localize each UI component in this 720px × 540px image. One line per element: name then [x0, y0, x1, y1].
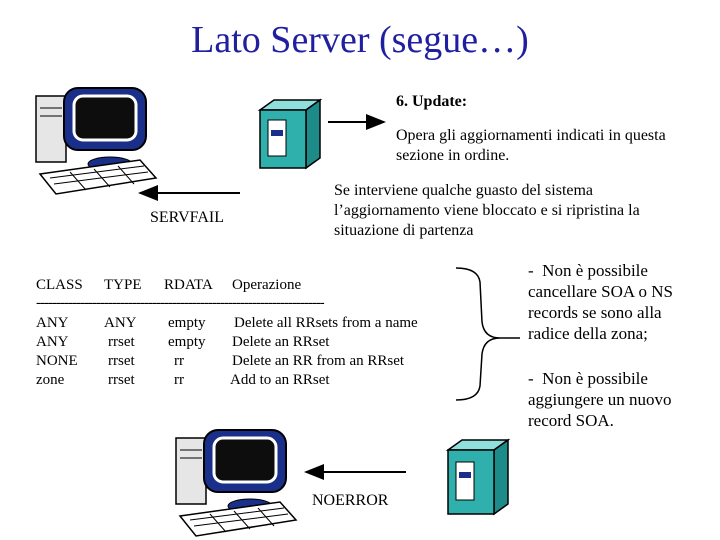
- failure-note-line: situazione di partenza: [334, 222, 474, 239]
- note-line: - Non è possibile: [528, 368, 708, 389]
- table-cell: rr: [174, 353, 184, 369]
- note-line: - Non è possibile: [528, 260, 708, 281]
- note-line: aggiungere un nuovo: [528, 390, 672, 409]
- table-cell: ANY: [104, 315, 137, 331]
- table-separator: ----------------------------------------…: [36, 295, 325, 311]
- note-line: cancellare SOA o NS: [528, 282, 673, 301]
- table-cell: zone: [36, 372, 65, 388]
- note-text: Non è possibile: [542, 261, 648, 280]
- table-cell: rrset: [108, 372, 135, 388]
- table-cell: rrset: [108, 334, 135, 350]
- table-cell: empty: [168, 315, 206, 331]
- table-cell: rr: [174, 372, 184, 388]
- note-line: records se sono alla: [528, 303, 662, 322]
- table-cell: Delete an RRset: [232, 334, 330, 350]
- client-computer-icon: [175, 429, 298, 537]
- table-header-operation: Operazione: [232, 277, 302, 293]
- table-cell: Add to an RRset: [230, 372, 330, 388]
- failure-note: Se interviene qualche guasto del sistema…: [334, 181, 640, 241]
- table-cell: ANY: [36, 334, 69, 350]
- note-bullet: -: [528, 261, 534, 280]
- note-bullet: -: [528, 369, 534, 388]
- table-cell: NONE: [36, 353, 78, 369]
- noerror-label: NOERROR: [312, 492, 389, 509]
- server-tower-icon: [257, 98, 323, 170]
- server-tower-icon: [445, 438, 511, 516]
- servfail-label: SERVFAIL: [150, 209, 224, 226]
- update-description-line: sezione in ordine.: [396, 147, 510, 164]
- table-cell: rrset: [108, 353, 135, 369]
- client-computer-icon: [35, 87, 158, 195]
- note-soa-ns: - Non è possibile cancellare SOA o NS re…: [528, 260, 708, 344]
- table-header-type: TYPE: [104, 277, 142, 293]
- failure-note-line: Se interviene qualche guasto del sistema: [334, 182, 594, 199]
- note-line: radice della zona;: [528, 324, 648, 343]
- table-cell: ANY: [36, 315, 69, 331]
- note-soa-add: - Non è possibile aggiungere un nuovo re…: [528, 368, 708, 431]
- note-line: record SOA.: [528, 411, 614, 430]
- page-title: Lato Server (segue…): [191, 19, 529, 61]
- table-header-rdata: RDATA: [164, 277, 213, 293]
- table-cell: empty: [168, 334, 206, 350]
- table-header-class: CLASS: [36, 277, 83, 293]
- failure-note-line: l’aggiornamento viene bloccato e si ripr…: [334, 202, 640, 219]
- bracket: [455, 267, 501, 401]
- update-heading: 6. Update:: [396, 93, 468, 110]
- table-cell: Delete an RR from an RRset: [232, 353, 405, 369]
- table-cell: Delete all RRsets from a name: [234, 315, 418, 331]
- update-description: Opera gli aggiornamenti indicati in ques…: [396, 126, 666, 166]
- note-text: Non è possibile: [542, 369, 648, 388]
- update-description-line: Opera gli aggiornamenti indicati in ques…: [396, 127, 666, 144]
